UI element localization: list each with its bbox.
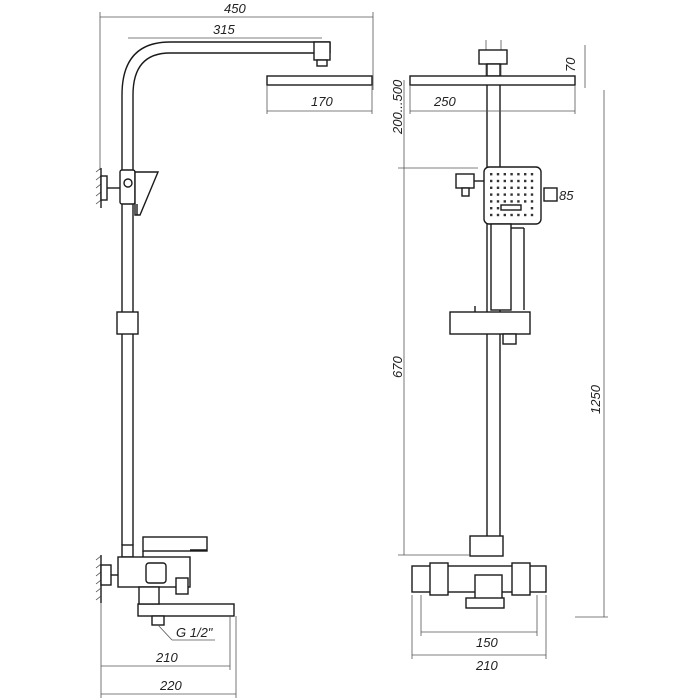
dim-mixer-width: 210 — [411, 595, 547, 673]
nozzle-dot — [496, 200, 500, 203]
mixer-front — [411, 535, 547, 609]
dim-head-height: 70 — [563, 45, 586, 88]
dim-head-depth: 170 — [266, 85, 373, 114]
dim-label-150: 150 — [476, 635, 498, 650]
dim-label-g12: G 1/2" — [176, 625, 214, 640]
nozzle-dot — [524, 179, 527, 183]
nozzle-dot — [510, 200, 513, 203]
upper-bracket — [100, 169, 160, 216]
dim-overall-width: 450 — [99, 1, 374, 170]
nozzle-dot — [510, 213, 513, 217]
nozzle-dot — [524, 186, 527, 189]
nozzle-dot — [510, 173, 513, 176]
mixer-side — [100, 536, 235, 626]
nozzle-dot — [517, 186, 520, 189]
nozzle-dot — [490, 200, 493, 203]
dim-label-85: 85 — [559, 188, 574, 203]
dim-label-220: 220 — [159, 678, 182, 693]
dim-label-170: 170 — [311, 94, 333, 109]
nozzle-dot — [496, 213, 500, 217]
dim-label-315: 315 — [213, 22, 235, 37]
nozzle-dot — [496, 173, 500, 176]
nozzle-dot — [530, 213, 534, 217]
dim-spout-210: 210 — [101, 616, 231, 670]
dim-label-250: 250 — [433, 94, 456, 109]
nozzle-dot — [496, 193, 500, 196]
dim-label-210-front: 210 — [475, 658, 498, 673]
side-view: 450 315 170 G 1/2" 210 — [95, 1, 374, 698]
rain-head-front — [409, 40, 576, 86]
nozzle-dot — [524, 173, 527, 176]
dim-rail: 670 — [390, 168, 470, 556]
nozzle-dot — [524, 213, 527, 217]
nozzle-dot — [490, 207, 493, 210]
nozzle-dot — [490, 193, 493, 196]
wall-hatch-bottom — [95, 555, 102, 603]
nozzle-dot — [503, 200, 506, 203]
nozzle-dot — [503, 193, 506, 196]
dim-head-width: 250 — [409, 85, 576, 114]
dim-label-200-500: 200...500 — [390, 79, 405, 135]
nozzle-dot — [530, 207, 534, 210]
nozzle-dot — [490, 186, 493, 189]
nozzle-dot — [503, 186, 506, 189]
middle-slider — [116, 311, 139, 335]
nozzle-dot — [524, 193, 527, 196]
dim-hand-square: 85 — [543, 187, 574, 203]
wall-hatch-top — [95, 167, 102, 208]
nozzle-dot — [496, 207, 500, 210]
nozzle-dot — [517, 193, 520, 196]
hand-shower — [455, 166, 542, 311]
dim-label-450: 450 — [224, 1, 246, 16]
nozzle-dot — [503, 173, 506, 176]
dim-adjust: 200...500 — [390, 79, 478, 169]
nozzle-dot — [530, 173, 534, 176]
nozzle-dot — [530, 186, 534, 189]
spray-nozzles — [490, 173, 534, 217]
nozzle-dot — [510, 179, 513, 183]
nozzle-dot — [490, 213, 493, 217]
nozzle-dot — [517, 200, 520, 203]
nozzle-dot — [530, 200, 534, 203]
dim-total-height: 1250 — [575, 90, 608, 618]
dim-mixer-center: 150 — [420, 595, 538, 650]
slider-front — [449, 306, 531, 345]
dim-label-70: 70 — [563, 57, 578, 72]
front-view: 70 250 200...500 670 1250 — [390, 40, 608, 673]
nozzle-dot — [517, 179, 520, 183]
dim-arm-length: 315 — [128, 22, 322, 39]
dim-label-210-side: 210 — [155, 650, 178, 665]
nozzle-dot — [503, 179, 506, 183]
nozzle-dot — [517, 213, 520, 217]
rain-head-side — [266, 75, 373, 86]
nozzle-dot — [496, 186, 500, 189]
nozzle-dot — [490, 179, 493, 183]
nozzle-dot — [517, 173, 520, 176]
nozzle-dot — [530, 179, 534, 183]
nozzle-dot — [524, 200, 527, 203]
nozzle-dot — [503, 213, 506, 217]
nozzle-dot — [530, 193, 534, 196]
nozzle-dot — [510, 193, 513, 196]
nozzle-dot — [510, 186, 513, 189]
nozzle-dot — [490, 173, 493, 176]
dim-label-670: 670 — [390, 356, 405, 378]
dim-spout-220: 220 — [100, 603, 237, 698]
dim-label-1250: 1250 — [588, 384, 603, 414]
shower-arm — [121, 41, 331, 96]
dim-connection: G 1/2" — [157, 624, 215, 641]
nozzle-dot — [496, 179, 500, 183]
